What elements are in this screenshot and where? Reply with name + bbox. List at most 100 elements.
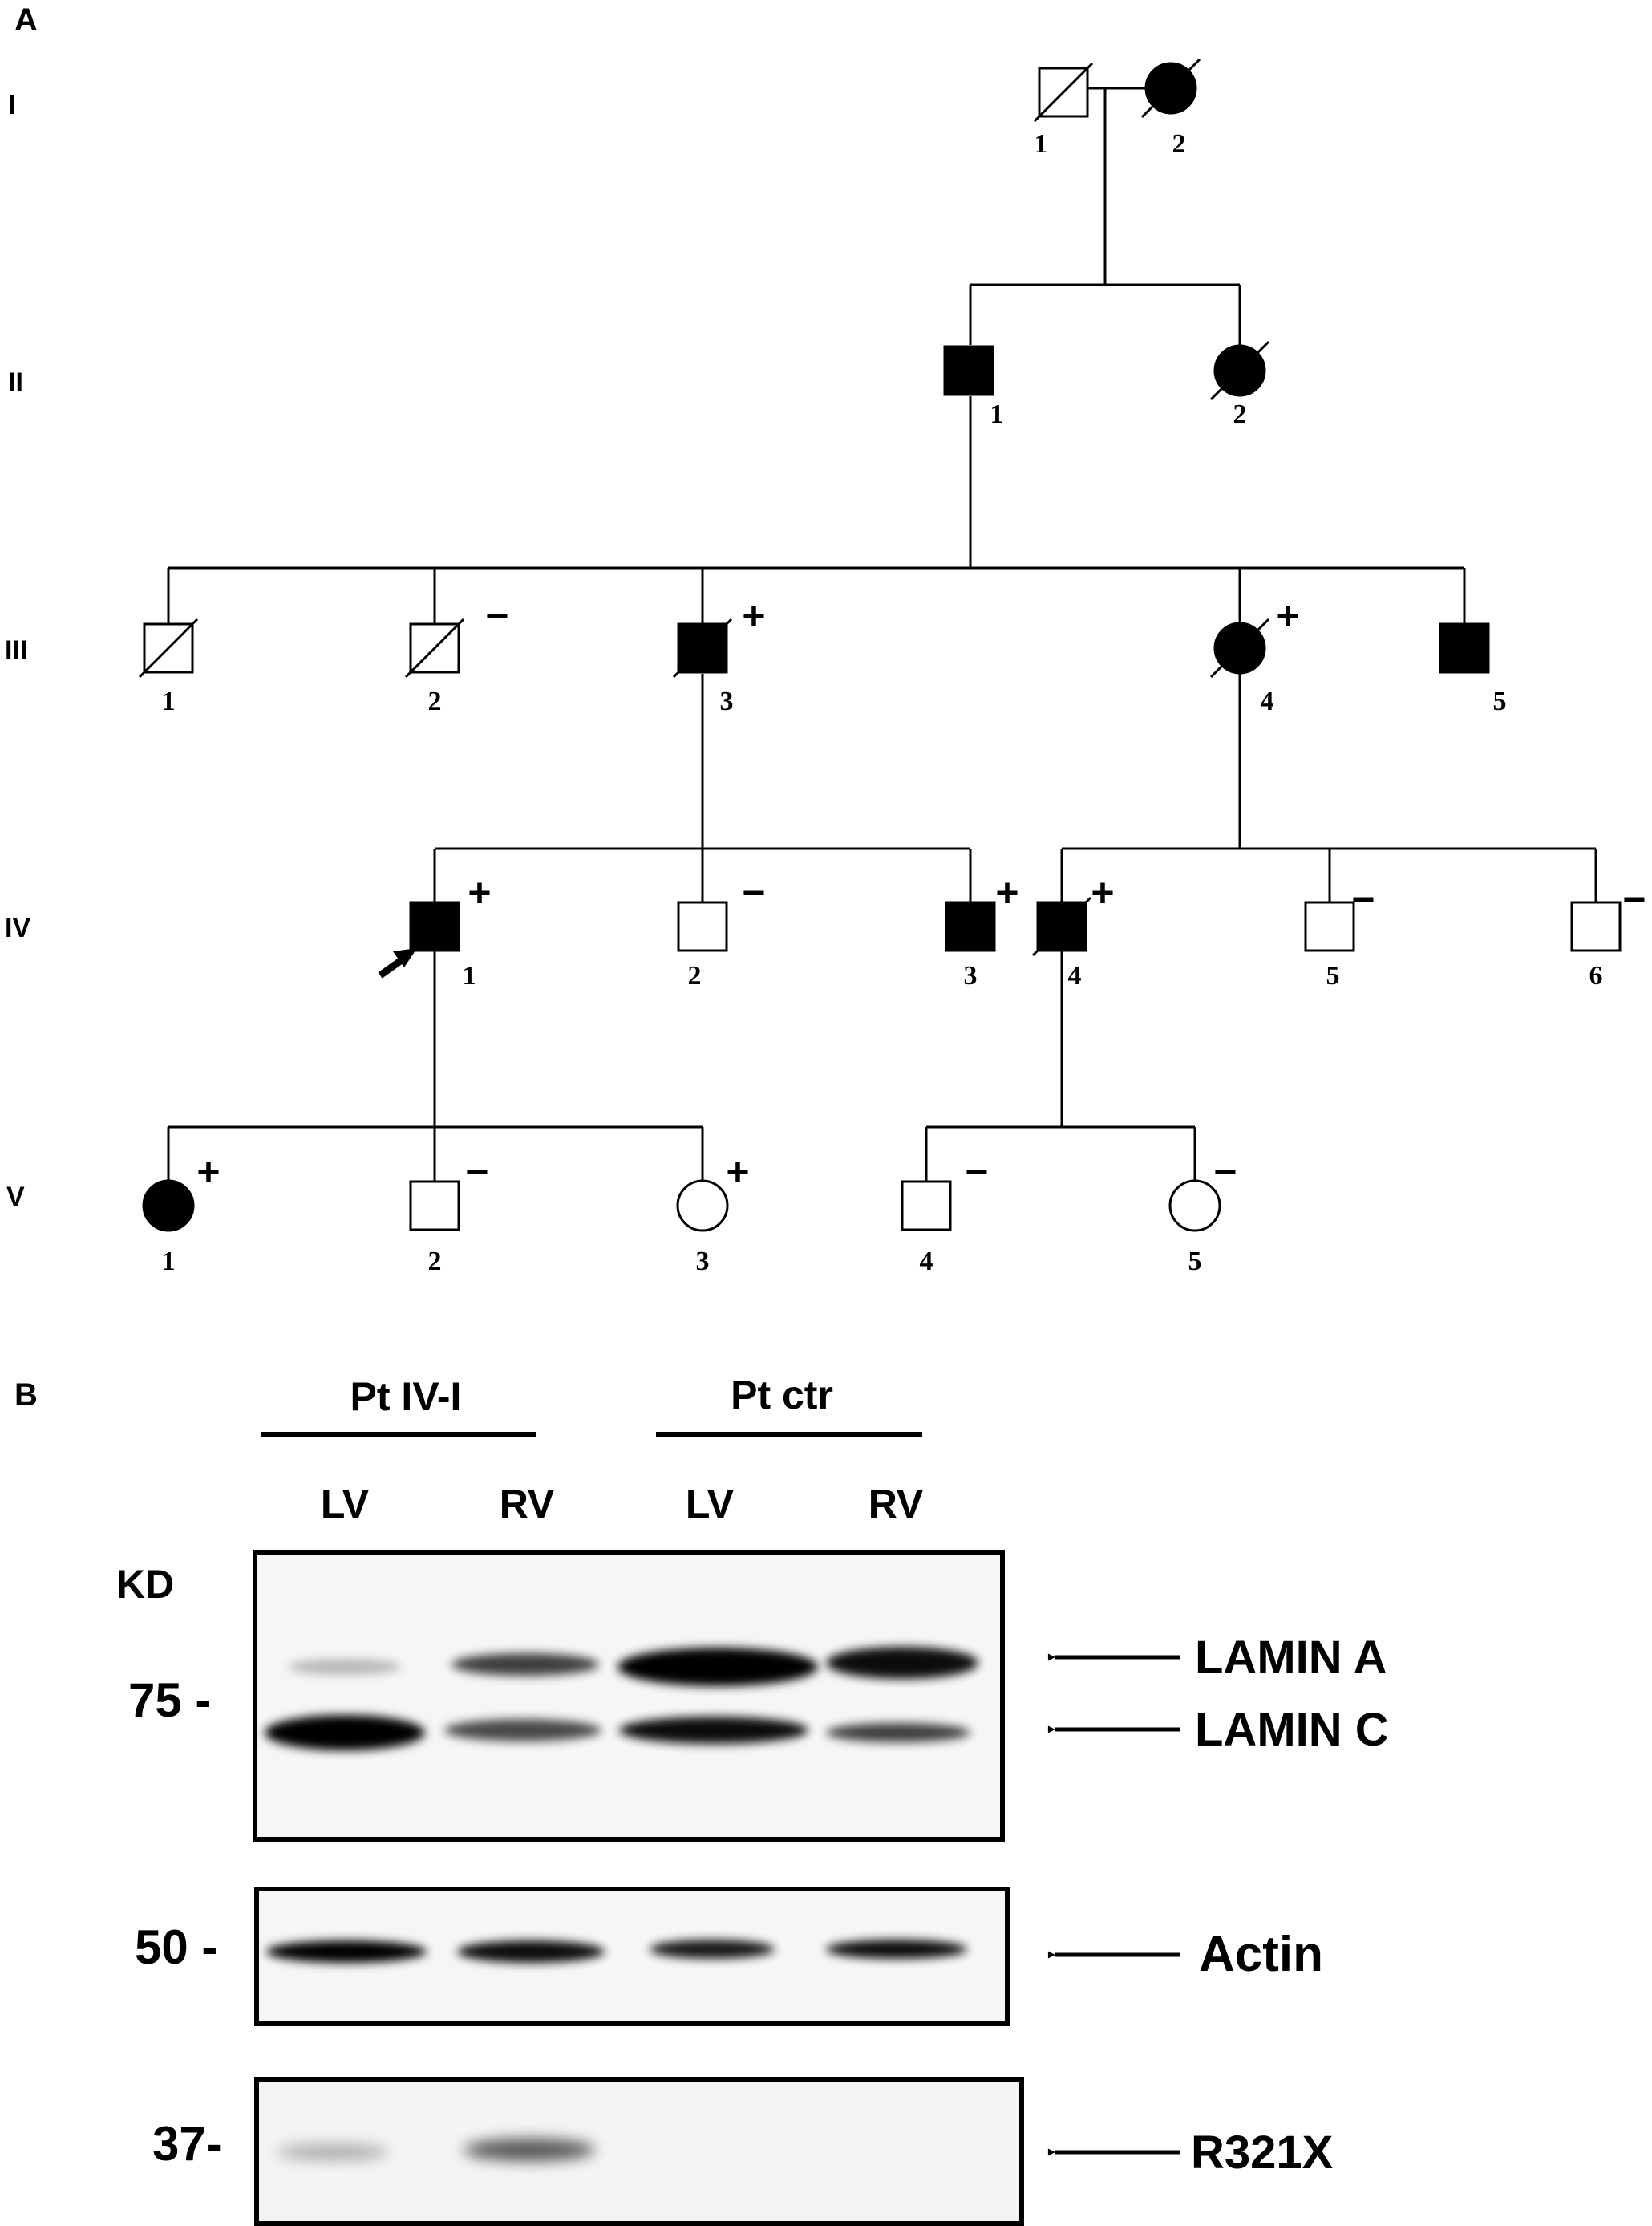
individual-ii-1: 1	[943, 345, 1004, 429]
unaffected-male-square-icon	[409, 1180, 460, 1231]
mutation-negative-sign: −	[1622, 877, 1646, 922]
individual-number: 1	[1035, 129, 1048, 159]
affected-male-square-icon	[943, 345, 994, 396]
marker-75: 75 -	[128, 1673, 211, 1727]
western-blot: Pt IV-I Pt ctr LV RV LV RV KD 75 - 50 - …	[116, 1372, 1389, 2226]
individual-number: 2	[428, 1247, 442, 1276]
unaffected-male-square-icon	[1304, 901, 1355, 952]
proband-arrow-icon	[378, 948, 417, 979]
band-actin-lane-1	[266, 1940, 427, 1963]
individual-number: 1	[463, 961, 476, 991]
band-lamin-a-lane-2	[451, 1653, 599, 1676]
deceased-slash-icon	[1031, 896, 1092, 957]
band-lamin-a-lane-4	[826, 1647, 978, 1679]
generation-label-3: III	[5, 635, 27, 666]
blot-frame-lamin	[253, 1550, 1005, 1842]
individual-v-5: 5−	[1168, 1149, 1237, 1276]
band-actin-lane-2	[457, 1940, 605, 1963]
mutation-positive-sign: +	[742, 594, 765, 639]
generation-labels: I II III IV V	[5, 90, 30, 1212]
individual-number: 2	[1172, 129, 1186, 159]
individual-iii-1: 1	[138, 618, 199, 716]
individual-number: 5	[1326, 961, 1340, 991]
individual-number: 5	[1188, 1247, 1202, 1276]
panel-b-letter: B	[14, 1377, 38, 1413]
bands-actin	[266, 1940, 967, 1963]
band-r321x-lane-2	[464, 2139, 595, 2161]
unaffected-female-circle-icon	[676, 1179, 729, 1232]
deceased-slash-icon	[138, 618, 199, 679]
unaffected-female-circle-icon	[1168, 1179, 1221, 1232]
band-lamin-a-lane-1	[289, 1659, 401, 1675]
individual-number: 5	[1493, 687, 1507, 716]
group-label-control: Pt ctr	[731, 1372, 833, 1417]
label-r321x: R321X	[1191, 2127, 1334, 2179]
marker-37: 37-	[152, 2117, 222, 2171]
individual-number: 4	[1068, 961, 1082, 991]
lane-label-1: LV	[321, 1482, 370, 1527]
marker-50: 50 -	[135, 1920, 217, 1974]
mutation-positive-sign: +	[995, 870, 1018, 915]
band-r321x-lane-1	[277, 2144, 389, 2160]
individual-number: 6	[1589, 961, 1603, 991]
individual-i-2: 2	[1140, 58, 1201, 159]
kd-label: KD	[116, 1562, 174, 1607]
affected-male-square-icon	[409, 901, 460, 952]
bands-lamin-c	[265, 1715, 970, 1750]
unaffected-male-square-icon	[901, 1180, 952, 1231]
individual-number: 2	[428, 687, 442, 716]
unaffected-male-square-icon	[677, 901, 728, 952]
unaffected-male-square-icon	[1570, 901, 1622, 952]
individual-iv-3: 3+	[945, 870, 1019, 991]
mutation-positive-sign: +	[1091, 870, 1114, 915]
deceased-slash-icon	[1209, 340, 1270, 401]
band-lamin-a-lane-3	[617, 1648, 818, 1686]
band-lamin-c-lane-3	[619, 1717, 808, 1744]
deceased-slash-icon	[1033, 62, 1094, 123]
pedigree-lines	[167, 87, 1597, 1181]
individual-iv-5: 5−	[1304, 877, 1375, 991]
generation-label-5: V	[6, 1182, 25, 1212]
individual-ii-2: 2	[1209, 340, 1270, 429]
individual-number: 1	[162, 687, 176, 716]
individual-number: 4	[920, 1247, 933, 1276]
mutation-negative-sign: −	[1213, 1149, 1237, 1194]
bands-r321x	[277, 2139, 595, 2161]
band-arrows	[1047, 1653, 1180, 2156]
individual-iv-2: 2−	[677, 870, 766, 991]
deceased-slash-icon	[1209, 618, 1270, 679]
mutation-positive-sign: +	[726, 1149, 749, 1194]
individual-number: 1	[162, 1247, 176, 1276]
group-label-patient: Pt IV-I	[350, 1374, 462, 1419]
deceased-slash-icon	[672, 618, 733, 679]
individual-iii-3: 3+	[672, 594, 766, 716]
individual-v-2: 2−	[409, 1149, 489, 1276]
panel-a-letter: A	[14, 2, 38, 38]
band-lamin-c-lane-4	[826, 1723, 970, 1742]
label-lamin-c: LAMIN C	[1195, 1704, 1389, 1756]
mutation-negative-sign: −	[1351, 877, 1375, 922]
generation-label-4: IV	[5, 913, 30, 943]
individual-number: 2	[1233, 399, 1247, 429]
affected-male-square-icon	[945, 901, 996, 952]
individual-number: 3	[696, 1247, 710, 1276]
individual-iv-4: 4+	[1031, 870, 1115, 991]
individual-i-1: 1	[1033, 62, 1094, 159]
individual-v-3: 3+	[676, 1149, 750, 1276]
individual-number: 2	[688, 961, 702, 991]
lane-label-3: LV	[686, 1482, 735, 1527]
individual-number: 4	[1261, 687, 1274, 716]
mutation-negative-sign: −	[485, 594, 508, 639]
affected-female-circle-icon	[142, 1179, 195, 1232]
deceased-slash-icon	[1140, 58, 1201, 119]
individual-iv-1: 1+	[409, 870, 492, 991]
generation-label-1: I	[8, 90, 15, 120]
mutation-positive-sign: +	[468, 870, 491, 915]
affected-male-square-icon	[1439, 622, 1490, 674]
individual-iii-4: 4+	[1209, 594, 1300, 716]
individual-number: 3	[720, 687, 734, 716]
lane-label-2: RV	[500, 1482, 555, 1527]
label-actin: Actin	[1199, 1927, 1323, 1982]
individual-iii-2: 2−	[404, 594, 509, 716]
